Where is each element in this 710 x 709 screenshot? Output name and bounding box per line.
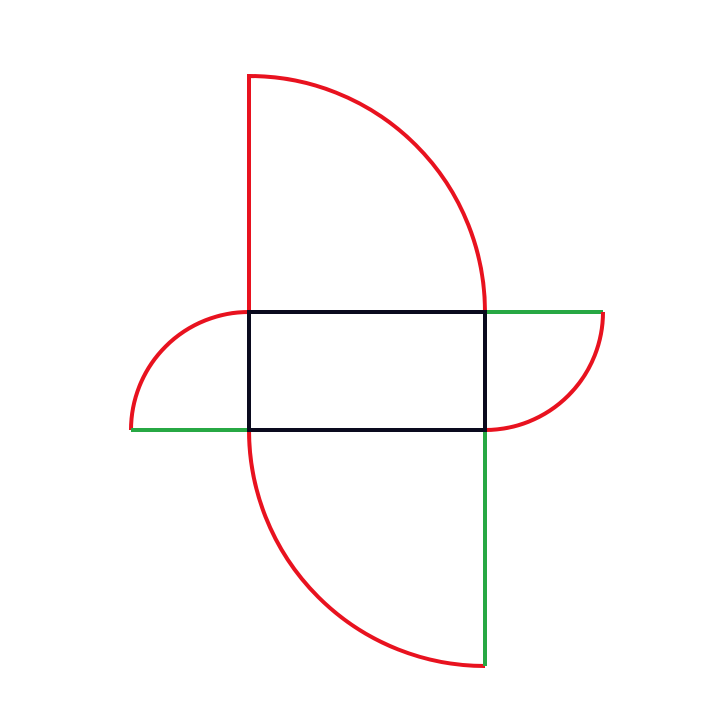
large-quarter-circle-bottom-arc [247,429,486,668]
large-quarter-circle-top-red-edge [247,73,487,313]
central-rectangle [247,310,487,432]
small-quarter-circle-right-arc [484,311,605,432]
small-quarter-circle-left-arc [129,310,250,431]
